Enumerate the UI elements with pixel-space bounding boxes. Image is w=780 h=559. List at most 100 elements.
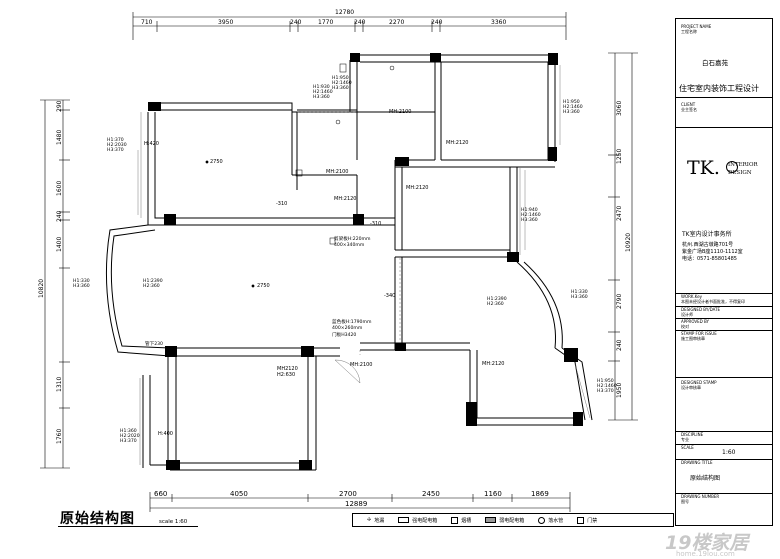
note-e1: H1:940 bbox=[521, 207, 538, 213]
level-m310-b: -310 bbox=[370, 221, 381, 227]
dim-top-7: 3360 bbox=[491, 19, 506, 26]
phone: 电话：0571-85801485 bbox=[682, 256, 737, 262]
address-2: 紫金广场B座1110-1112室 bbox=[682, 249, 743, 255]
legend-access-control-label: 门禁 bbox=[587, 517, 598, 524]
legend-floor-drain-label: 地漏 bbox=[374, 517, 385, 524]
level-m340: -340 bbox=[384, 293, 395, 299]
drawing-number-cn: 图号 bbox=[681, 499, 689, 504]
legend-flue-label: 烟槽 bbox=[461, 517, 472, 524]
label-h420: H:420 bbox=[144, 141, 159, 147]
warning-label: WORK.Key bbox=[681, 294, 703, 299]
dim-bottom-0: 660 bbox=[154, 490, 167, 498]
scale-value: 1:60 bbox=[722, 449, 736, 456]
note-k3: H3:370 bbox=[120, 438, 137, 444]
legend-power-box-label: 强电配电箱 bbox=[412, 517, 438, 524]
annotations: H1:950 H2:1460 H3:360 H1:930 H2:1460 H3:… bbox=[73, 75, 617, 444]
note-a2: H2:1460 bbox=[332, 80, 352, 86]
dim-bottom-4: 1160 bbox=[484, 490, 502, 498]
legend-downpipe: 落水管 bbox=[538, 516, 564, 524]
note-k2: H2:2020 bbox=[120, 433, 140, 439]
dim-left-4: 1400 bbox=[56, 237, 63, 252]
note-d2: H2:2030 bbox=[107, 142, 127, 148]
label-mh2100-b: MH:2100 bbox=[326, 169, 348, 175]
address-1: 杭州.西湖古墩路701号 bbox=[682, 242, 734, 248]
legend-flue: 烟槽 bbox=[451, 516, 472, 524]
logo-letters: TK. bbox=[687, 157, 720, 179]
approved-cn: 校对 bbox=[681, 324, 689, 329]
drawing-title-value: 原始结构图 bbox=[690, 475, 721, 482]
section-divider bbox=[676, 306, 772, 307]
logo-sub-2: DESIGN bbox=[728, 170, 752, 176]
legend-low-voltage-box: 弱电配电箱 bbox=[485, 517, 524, 524]
stamp-label: STAMP FOR ISSUE bbox=[681, 331, 717, 336]
access-control-icon bbox=[577, 516, 585, 524]
note-g1: H1:2390 bbox=[143, 278, 163, 284]
note-i2: H3:360 bbox=[571, 294, 588, 300]
dimension-labels: 12780 710 3950 240 1770 240 2270 240 336… bbox=[38, 9, 632, 508]
label-mh2120-b: MH:2120 bbox=[406, 185, 428, 191]
note-beam1a: 剪梁板H:220mm bbox=[334, 235, 371, 242]
legend-downpipe-label: 落水管 bbox=[548, 517, 564, 524]
note-floor: 管下230 bbox=[145, 340, 163, 347]
designed-label: DESIGNED BY/DATE bbox=[681, 307, 721, 312]
note-f1: H1:330 bbox=[73, 278, 90, 284]
dim-left-1: 1480 bbox=[56, 130, 63, 145]
design-stamp-cn: 设计审核章 bbox=[681, 385, 701, 390]
watermark: 19楼家居 bbox=[665, 532, 749, 554]
label-h400: H:400 bbox=[158, 431, 173, 437]
section-divider bbox=[676, 377, 772, 378]
dim-top-4: 240 bbox=[354, 19, 366, 26]
logo-circle-icon bbox=[726, 161, 738, 173]
section-divider bbox=[676, 97, 772, 98]
dim-right-1: 1250 bbox=[616, 149, 623, 164]
legend-floor-drain: ✢地漏 bbox=[367, 517, 384, 524]
note-a1: H1:950 bbox=[332, 75, 349, 81]
section-divider bbox=[676, 459, 772, 460]
note-b3: H3:360 bbox=[313, 94, 330, 100]
project-name-value: 白石嘉苑 bbox=[702, 59, 728, 67]
dim-right-2: 2470 bbox=[616, 206, 623, 221]
level-m310-a: -310 bbox=[276, 201, 287, 207]
low-voltage-box-icon bbox=[485, 517, 497, 523]
floor-plan: 12780 710 3950 240 1770 240 2270 240 336… bbox=[38, 9, 638, 512]
dim-right-0: 3060 bbox=[616, 101, 623, 116]
downpipe-icon bbox=[538, 516, 546, 524]
legend: ✢地漏 强电配电箱 烟槽 弱电配电箱 落水管 门禁 bbox=[352, 513, 674, 527]
note-h1: H1:2390 bbox=[487, 296, 507, 302]
dim-left-2: 1600 bbox=[56, 181, 63, 196]
drawing-title: 原始结构图 bbox=[60, 511, 135, 527]
level-2750-b: 2750 bbox=[257, 283, 270, 289]
dim-left-3: 240 bbox=[56, 210, 63, 222]
label-mh2120-630: MH2120 bbox=[277, 366, 298, 372]
note-d1: H1:370 bbox=[107, 137, 124, 143]
dim-bottom-5: 1869 bbox=[531, 490, 549, 498]
title-block: PROJECT NAME 工程名称 白石嘉苑 住宅室内装饰工程设计 CLIENT… bbox=[675, 18, 773, 526]
note-e3: H3:360 bbox=[521, 217, 538, 223]
note-h2: H2:360 bbox=[487, 301, 504, 307]
structural-columns bbox=[148, 53, 583, 470]
note-j1: H1:950 bbox=[597, 378, 614, 384]
note-beam2b: 400×260mm bbox=[332, 325, 363, 331]
approved-label: APPROVED BY bbox=[681, 319, 710, 324]
dim-left-6: 1760 bbox=[56, 429, 63, 444]
scale-label: SCALE bbox=[681, 445, 694, 450]
dim-right-5: 1950 bbox=[616, 383, 623, 398]
note-i1: H1:330 bbox=[571, 289, 588, 295]
note-c2: H2:1460 bbox=[563, 104, 583, 110]
dim-bottom-3: 2450 bbox=[422, 490, 440, 498]
note-f2: H3:360 bbox=[73, 283, 90, 289]
stamp-cn: 施工图审核章 bbox=[681, 336, 705, 341]
dim-right-3: 2790 bbox=[616, 294, 623, 309]
section-divider bbox=[676, 293, 772, 294]
drawing-scale: scale 1:60 bbox=[159, 519, 188, 525]
warning-text: 本图未经设计者书面批准，不得复印 bbox=[681, 299, 745, 304]
dim-top-2: 240 bbox=[290, 19, 302, 26]
dim-top-overall: 12780 bbox=[335, 9, 354, 16]
power-box-icon bbox=[398, 517, 410, 523]
dim-top-3: 1770 bbox=[318, 19, 333, 26]
legend-power-box: 强电配电箱 bbox=[398, 517, 437, 524]
section-divider bbox=[676, 127, 772, 128]
dim-top-5: 2270 bbox=[389, 19, 404, 26]
project-type: 住宅室内装饰工程设计 bbox=[679, 84, 759, 93]
discipline-label: DISCIPLINE bbox=[681, 432, 704, 437]
